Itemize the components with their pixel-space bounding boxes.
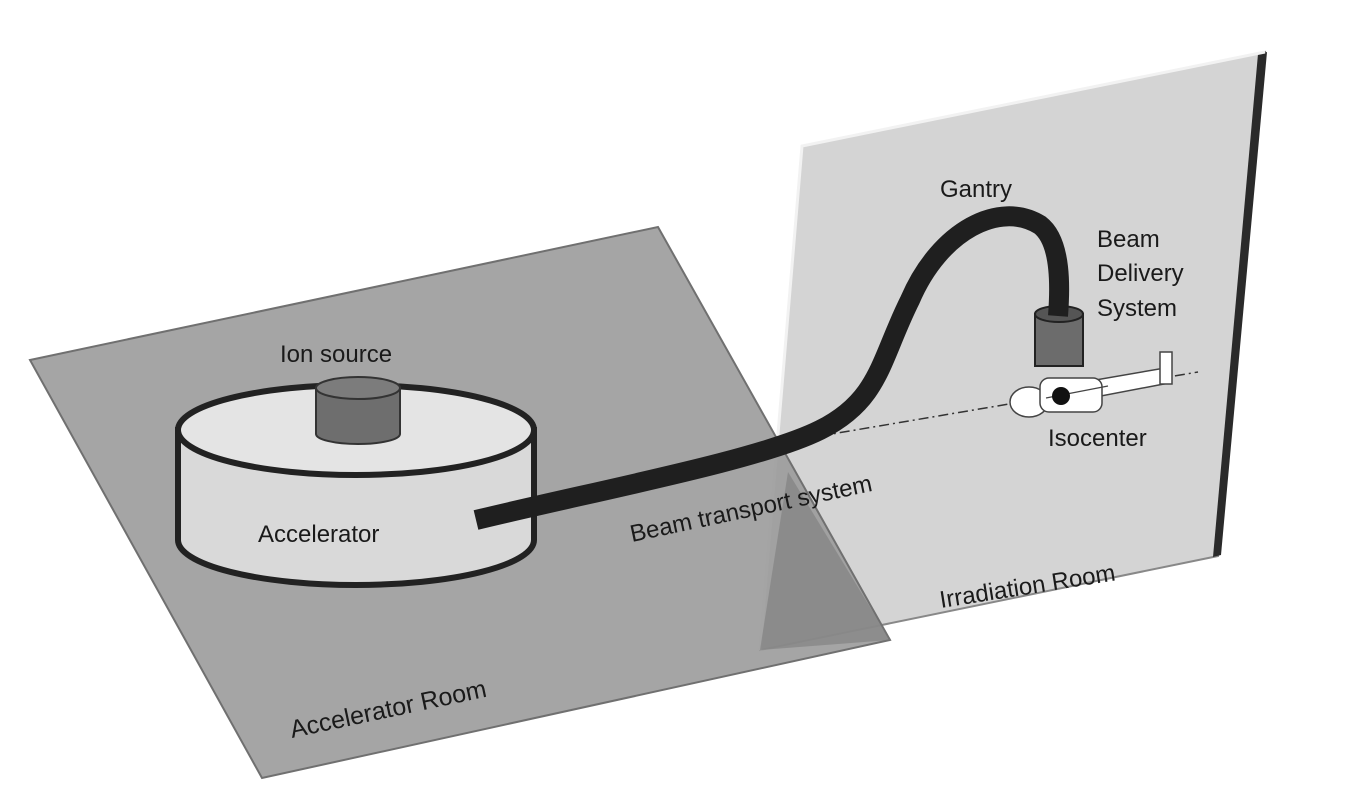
- wall-floor-overlap: [760, 472, 890, 650]
- irradiation-room-wall: [758, 50, 1267, 652]
- patient-figure: [1009, 351, 1173, 418]
- beam-transport-line: [473, 206, 1070, 530]
- gantry-label: Gantry: [940, 176, 1012, 203]
- beam-axis-line: [819, 371, 1199, 437]
- beam-delivery-label-line1: Beam: [1097, 226, 1160, 253]
- isocenter-marker: [1052, 387, 1070, 405]
- ion-source-label: Ion source: [280, 341, 392, 368]
- beam-delivery-label-line3: System: [1097, 295, 1177, 322]
- accelerator-label: Accelerator: [258, 521, 379, 548]
- ion-source-cylinder: [315, 376, 401, 445]
- beam-delivery-nozzle: [1034, 305, 1084, 367]
- beam-delivery-label-line2: Delivery: [1097, 260, 1184, 287]
- isocenter-label: Isocenter: [1048, 425, 1147, 452]
